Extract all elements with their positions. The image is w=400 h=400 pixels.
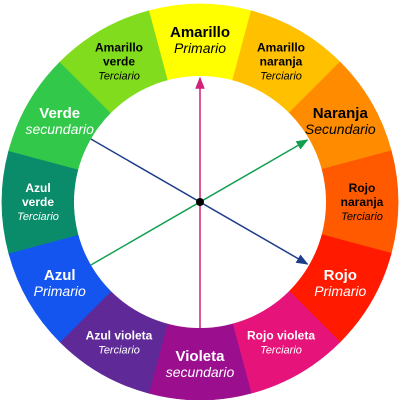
segment-name: Violeta bbox=[176, 348, 226, 365]
segment-category: Primario bbox=[174, 40, 226, 56]
segment-category: secundario bbox=[25, 121, 94, 137]
segment-name: verde bbox=[103, 55, 135, 69]
segment-name: Amarillo bbox=[170, 24, 230, 41]
segment-name: Amarillo bbox=[95, 41, 143, 55]
segment-name: Azul bbox=[44, 267, 76, 284]
segment-category: Terciario bbox=[260, 71, 302, 83]
segment-category: Terciario bbox=[98, 71, 140, 83]
segment-category: Terciario bbox=[341, 211, 383, 223]
segment-name: Naranja bbox=[313, 105, 369, 122]
segment-name: Azul bbox=[25, 181, 50, 195]
center-dot bbox=[196, 198, 204, 206]
segment-category: Secundario bbox=[305, 121, 376, 137]
segments-layer bbox=[1, 3, 399, 400]
segment-name: Rojo violeta bbox=[247, 328, 315, 342]
segment-name: Azul violeta bbox=[86, 328, 153, 342]
segment-category: Terciario bbox=[17, 211, 59, 223]
segment-category: Primario bbox=[34, 283, 86, 299]
segment-name: naranja bbox=[260, 55, 303, 69]
segment-name: Amarillo bbox=[257, 41, 305, 55]
segment-name: verde bbox=[22, 195, 54, 209]
segment-name: Rojo bbox=[324, 267, 357, 284]
segment-category: secundario bbox=[166, 364, 235, 380]
segment-category: Terciario bbox=[98, 344, 140, 356]
segment-name: Rojo bbox=[349, 181, 376, 195]
segment-name: Verde bbox=[39, 105, 80, 122]
segment-name: naranja bbox=[341, 195, 384, 209]
segment-category: Terciario bbox=[260, 344, 302, 356]
segment-category: Primario bbox=[314, 283, 366, 299]
